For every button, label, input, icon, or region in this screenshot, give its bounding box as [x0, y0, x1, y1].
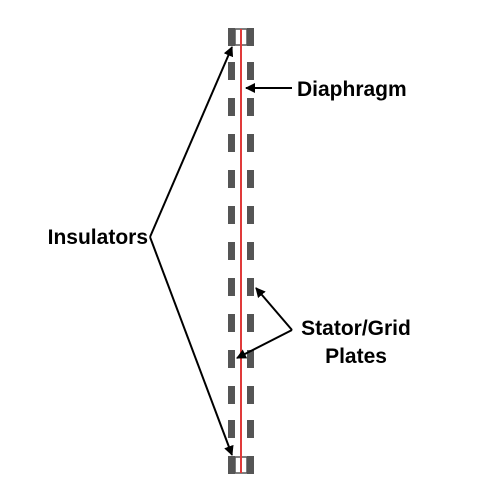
stator-label-line2: Plates — [325, 345, 387, 368]
diaphragm-label: Diaphragm — [297, 78, 407, 101]
right-stator-plate — [247, 28, 254, 474]
stator-label-line1: Stator/Grid — [301, 317, 411, 340]
insulator-arrow-bottom — [149, 236, 234, 456]
insulator-arrow-top — [149, 46, 234, 238]
insulators-label: Insulators — [48, 226, 148, 249]
stator-arrow-right — [255, 287, 293, 331]
left-stator-plate — [228, 28, 235, 474]
stator-arrow-left — [236, 329, 293, 359]
